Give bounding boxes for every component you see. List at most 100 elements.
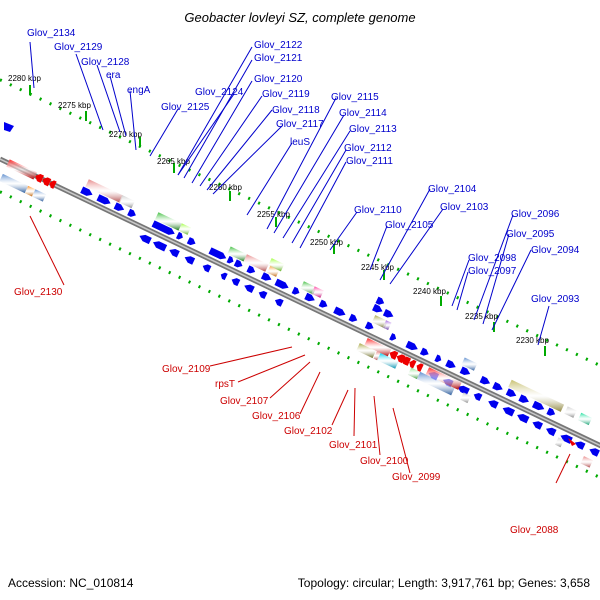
forward-label-leader	[266, 97, 337, 230]
cds-reverse	[457, 385, 470, 396]
feature-forward-pink	[85, 179, 124, 203]
feature-reverse-red	[6, 159, 37, 180]
forward-label-leader	[291, 149, 347, 244]
cds-reverse	[220, 272, 228, 281]
forward-gene-label: Glov_2121	[254, 53, 303, 64]
reverse-gene-label: Glov_2099	[392, 472, 441, 483]
cds-forward	[518, 394, 529, 403]
reverse-label-leader	[269, 361, 311, 399]
forward-gene-label: engA	[127, 85, 151, 96]
cds-forward	[80, 186, 93, 196]
cds-forward	[175, 231, 183, 240]
cds-forward	[304, 292, 315, 302]
feature-reverse-gray	[555, 437, 564, 448]
cds-reverse	[258, 291, 268, 300]
cds-forward	[127, 208, 136, 217]
reverse-label-leader	[373, 395, 381, 456]
feature-reverse-gray	[460, 392, 471, 404]
cds-reverse	[202, 264, 212, 273]
feature-forward-gray	[564, 406, 577, 418]
reverse-gene-label: rpsT	[215, 379, 235, 390]
rna-reverse	[396, 354, 406, 364]
cds-reverse	[153, 241, 168, 252]
genome-backbone-highlight	[0, 158, 600, 447]
cds-reverse	[274, 298, 284, 307]
cds-reverse	[184, 256, 196, 265]
forward-label-leader	[389, 208, 444, 285]
forward-gene-label: Glov_2118	[272, 105, 320, 116]
rna-reverse	[35, 173, 45, 183]
cds-reverse	[502, 407, 516, 417]
forward-gene-label: Glov_2125	[161, 102, 210, 113]
forward-edge-marker	[4, 122, 14, 132]
forward-gene-label: Glov_2117	[276, 119, 324, 130]
cds-forward-upper	[372, 303, 383, 313]
cds-forward	[419, 347, 429, 356]
cds-forward	[274, 278, 289, 289]
feature-forward-gray	[118, 195, 135, 209]
forward-gene-label: Glov_2097	[468, 266, 517, 277]
forward-label-leader	[29, 41, 35, 89]
forward-label-leader	[491, 249, 532, 331]
reverse-label-leader	[353, 387, 356, 437]
feature-forward-pink	[243, 254, 269, 272]
cds-reverse	[139, 234, 152, 245]
forward-gene-label: Glov_2105	[385, 220, 434, 231]
accession-text: Accession: NC_010814	[8, 576, 134, 590]
forward-label-leader	[282, 130, 351, 239]
cds-forward	[459, 366, 471, 375]
rna-reverse	[42, 177, 52, 187]
forward-gene-label: Glov_2128	[81, 57, 130, 68]
forward-gene-label: leuS	[290, 137, 310, 148]
feature-forward-blue	[461, 357, 478, 371]
feature-reverse-pink	[580, 456, 593, 468]
feature-forward-lime	[178, 223, 191, 235]
forward-label-leader	[183, 59, 253, 179]
cds-forward	[348, 313, 358, 322]
kbp-tick-label: 2275 kbp	[58, 101, 91, 110]
cds-forward	[364, 321, 374, 330]
cds-reverse	[589, 448, 600, 457]
cds-reverse	[560, 434, 573, 444]
forward-gene-label: Glov_2114	[339, 108, 387, 119]
cds-forward	[434, 354, 442, 363]
feature-reverse-blue	[31, 189, 47, 202]
forward-label-leader	[537, 305, 550, 346]
reverse-gene-label: Glov_2109	[162, 364, 211, 375]
forward-label-leader	[299, 161, 347, 249]
forward-label-leader	[451, 259, 470, 307]
feature-reverse-orange	[24, 185, 36, 197]
cds-reverse	[169, 248, 180, 258]
forward-gene-label: Glov_2103	[440, 202, 489, 213]
cds-forward	[546, 407, 556, 416]
cds-reverse	[546, 427, 557, 437]
kbp-tick-label: 2245 kbp	[361, 263, 394, 272]
reverse-gene-label: Glov_2088	[510, 525, 559, 536]
forward-label-leader	[149, 108, 179, 157]
feature-forward-magenta	[311, 286, 324, 298]
rna-reverse	[389, 350, 399, 360]
reverse-label-leader	[237, 354, 306, 383]
rna-reverse	[49, 180, 57, 189]
feature-reverse-blue	[416, 371, 455, 396]
forward-label-leader	[379, 188, 431, 281]
forward-label-leader	[482, 233, 510, 325]
cds-forward	[186, 237, 196, 246]
forward-gene-label: era	[106, 70, 121, 81]
cds-reverse	[532, 421, 544, 430]
cds-reverse	[231, 278, 241, 287]
forward-gene-label: Glov_2134	[27, 28, 76, 39]
cds-reverse	[488, 400, 499, 409]
forward-label-leader	[369, 225, 388, 271]
cds-forward	[96, 194, 111, 205]
reverse-label-leader	[299, 371, 321, 415]
forward-gene-label: Glov_2111	[346, 156, 393, 167]
forward-gene-label: Glov_2115	[331, 92, 379, 103]
forward-label-leader	[191, 80, 253, 184]
cds-forward	[492, 381, 503, 391]
feature-forward-teal	[577, 412, 593, 426]
rna-reverse-arrow	[568, 438, 576, 446]
figure-title: Geobacter lovleyi SZ, complete genome	[184, 10, 416, 25]
